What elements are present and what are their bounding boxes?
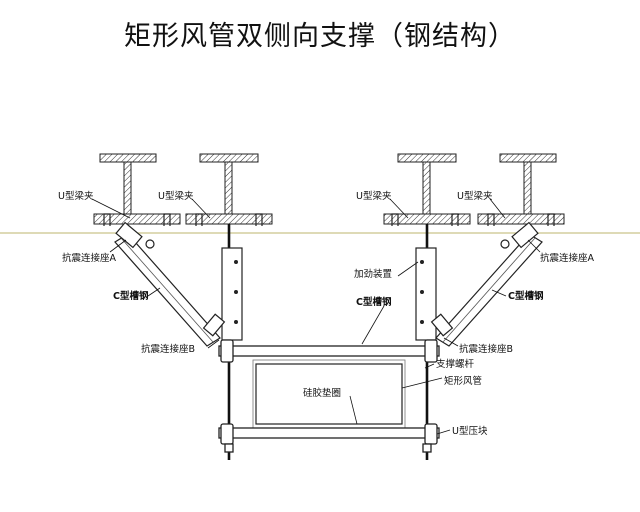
- bottom-channel: [218, 423, 440, 453]
- i-beam-4: [477, 153, 565, 225]
- u-block-label: U型压块: [452, 425, 488, 437]
- seismic-connector-b: [202, 313, 454, 337]
- page-title: 矩形风管双侧向支撑（钢结构）: [124, 21, 516, 52]
- u-clamp-label-3: U型梁夹: [356, 190, 392, 202]
- gasket-label: 硅胶垫圈: [303, 387, 341, 399]
- diagonal-braces: [114, 233, 543, 347]
- leader-lines: [91, 198, 541, 435]
- channel-bolts: [234, 260, 424, 324]
- c-channel-label-center: C型槽钢: [356, 296, 392, 308]
- screw-rod-label: 支撑螺杆: [436, 358, 475, 370]
- seismic-b-label-left: 抗震连接座B: [141, 343, 195, 355]
- seismic-b-label-right: 抗震连接座B: [459, 343, 513, 355]
- seismic-connector-a: [115, 221, 539, 249]
- i-beam-1: [93, 153, 181, 225]
- seismic-a-label-left: 抗震连接座A: [62, 252, 117, 264]
- u-clamp-label-2: U型梁夹: [158, 190, 194, 202]
- brace-lines: [120, 237, 536, 343]
- u-clamps: [103, 213, 555, 226]
- u-clamp-label-1: U型梁夹: [58, 190, 94, 202]
- seismic-a-label-right: 抗震连接座A: [540, 252, 595, 264]
- u-clamp-label-4: U型梁夹: [457, 190, 493, 202]
- rectangular-duct: [252, 359, 406, 429]
- vertical-channels: [221, 247, 437, 341]
- top-channel: [218, 339, 440, 363]
- threaded-rods: [227, 224, 429, 460]
- c-channel-label-left: C型槽钢: [113, 290, 149, 302]
- c-channel-label-right: C型槽钢: [508, 290, 544, 302]
- duct-label: 矩形风管: [444, 375, 482, 387]
- reinforce-label: 加劲装置: [354, 268, 392, 280]
